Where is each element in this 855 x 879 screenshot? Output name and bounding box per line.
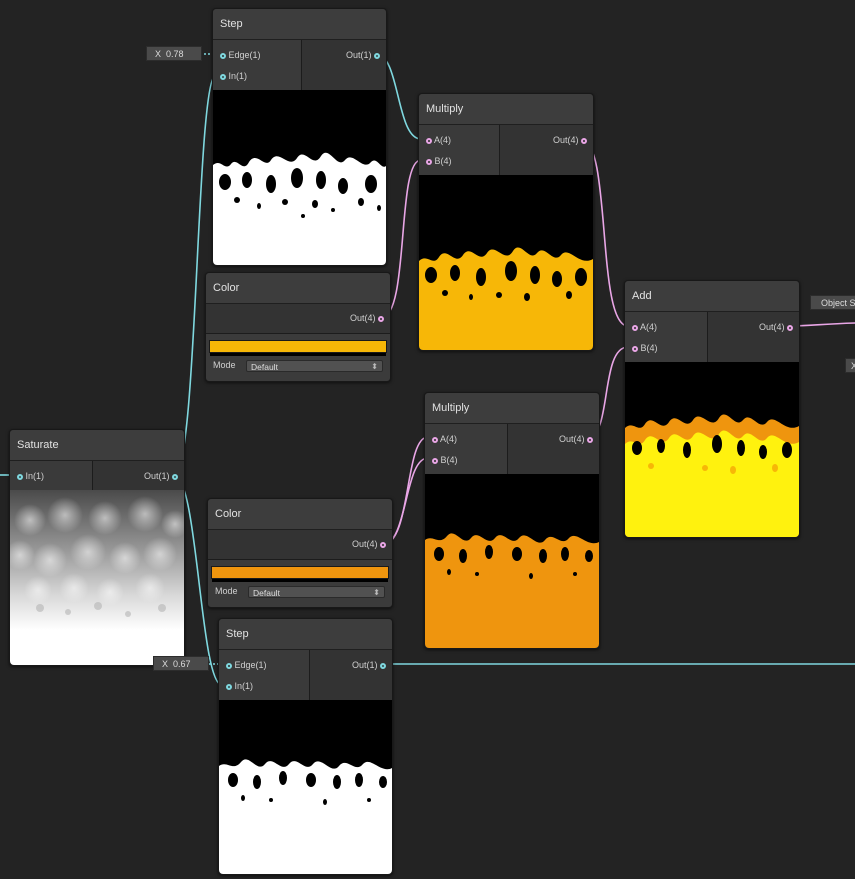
input-port-edge[interactable]: Edge(1) — [226, 658, 267, 672]
node-title: Step — [219, 619, 392, 650]
node-title: Add — [625, 281, 799, 312]
port-dot-icon — [426, 137, 432, 144]
node-title: Multiply — [419, 94, 593, 125]
multiply-node-bottom[interactable]: Multiply A(4) B(4) Out(4) — [424, 392, 600, 649]
input-port-a[interactable]: A(4) — [432, 432, 457, 446]
port-dot-icon — [172, 473, 178, 480]
port-dot-icon — [226, 683, 232, 690]
multiply-node-top[interactable]: Multiply A(4) B(4) Out(4) — [418, 93, 594, 351]
mode-select[interactable]: Default⬍ — [246, 360, 383, 372]
port-dot-icon — [632, 345, 638, 352]
port-dot-icon — [17, 473, 23, 480]
output-port-out[interactable]: Out(1) — [352, 658, 386, 672]
updown-arrows-icon: ⬍ — [373, 588, 380, 597]
input-port-in[interactable]: In(1) — [17, 469, 44, 483]
mode-label: Mode — [215, 586, 238, 596]
step-node-bottom[interactable]: Step Edge(1) In(1) Out(1) — [218, 618, 393, 875]
port-dot-icon — [787, 324, 793, 331]
add-node[interactable]: Add A(4) B(4) Out(4) — [624, 280, 800, 538]
node-title: Color — [208, 499, 392, 530]
updown-arrows-icon: ⬍ — [371, 362, 378, 371]
step-node-top[interactable]: Step Edge(1) In(1) Out(1) — [212, 8, 387, 266]
node-title: Color — [206, 273, 390, 304]
port-dot-icon — [632, 324, 638, 331]
port-dot-icon — [587, 436, 593, 443]
port-dot-icon — [380, 541, 386, 548]
node-title: Multiply — [425, 393, 599, 424]
output-port-out[interactable]: Out(4) — [759, 320, 793, 334]
node-title: Saturate — [10, 430, 184, 461]
input-port-b[interactable]: B(4) — [432, 453, 458, 467]
color-swatch[interactable] — [211, 566, 389, 582]
port-dot-icon — [226, 662, 232, 669]
node-title: Step — [213, 9, 386, 40]
color-node-top[interactable]: Color Out(4) Mode Default⬍ — [205, 272, 391, 382]
mode-select[interactable]: Default⬍ — [248, 586, 385, 598]
add-preview-image — [625, 362, 799, 537]
object-node-partial[interactable]: Object S — [810, 295, 855, 310]
mode-label: Mode — [213, 360, 236, 370]
step-preview-image — [213, 90, 386, 265]
port-dot-icon — [432, 457, 438, 464]
port-dot-icon — [432, 436, 438, 443]
output-port-out[interactable]: Out(1) — [144, 469, 178, 483]
output-port-out[interactable]: Out(1) — [346, 48, 380, 62]
output-port-out[interactable]: Out(4) — [350, 311, 384, 325]
input-port-edge[interactable]: Edge(1) — [220, 48, 261, 62]
port-dot-icon — [220, 52, 226, 59]
port-dot-icon — [374, 52, 380, 59]
input-port-b[interactable]: B(4) — [426, 154, 452, 168]
output-port-out[interactable]: Out(4) — [559, 432, 593, 446]
port-dot-icon — [581, 137, 587, 144]
input-port-in[interactable]: In(1) — [220, 69, 247, 83]
x-field-partial[interactable]: X — [845, 358, 855, 373]
output-port-out[interactable]: Out(4) — [553, 133, 587, 147]
input-port-a[interactable]: A(4) — [632, 320, 657, 334]
input-port-in[interactable]: In(1) — [226, 679, 253, 693]
multiply-preview-image — [419, 175, 593, 350]
port-dot-icon — [380, 662, 386, 669]
port-dot-icon — [220, 73, 226, 80]
input-port-a[interactable]: A(4) — [426, 133, 451, 147]
multiply-preview-image — [425, 474, 599, 648]
saturate-preview-image — [10, 490, 184, 665]
output-port-out[interactable]: Out(4) — [352, 537, 386, 551]
color-node-bottom[interactable]: Color Out(4) Mode Default⬍ — [207, 498, 393, 608]
saturate-node[interactable]: Saturate In(1) Out(1) — [9, 429, 185, 666]
step-preview-image — [219, 700, 392, 874]
port-dot-icon — [378, 315, 384, 322]
color-swatch[interactable] — [209, 340, 387, 356]
input-port-b[interactable]: B(4) — [632, 341, 658, 355]
port-dot-icon — [426, 158, 432, 165]
